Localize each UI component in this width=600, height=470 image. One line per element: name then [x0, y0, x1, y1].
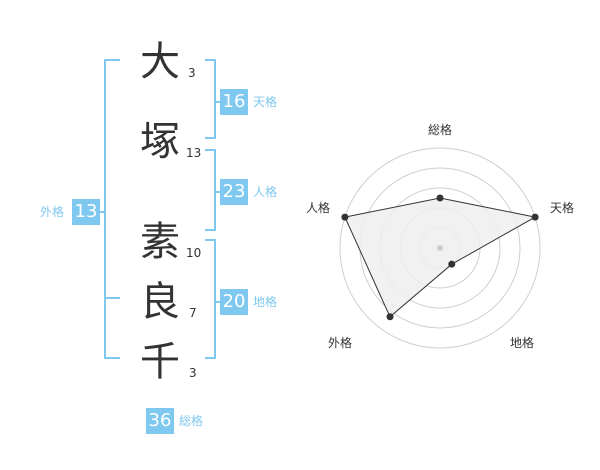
jinkaku-score: 23: [220, 179, 248, 205]
chikaku-label: 地格: [253, 295, 278, 309]
tenkaku-bracket: [205, 59, 216, 139]
radar-point: [341, 213, 349, 221]
radar-point: [531, 213, 539, 221]
name-char-5: 千: [140, 339, 180, 385]
stroke-count-3: 10: [186, 246, 202, 260]
radar-ring: [339, 147, 541, 349]
name-char-2: 塚: [140, 119, 180, 165]
soukaku-label: 総格: [179, 414, 204, 428]
jinkaku-label: 人格: [253, 185, 278, 199]
radar-polygon: [344, 197, 537, 318]
stroke-count-2: 13: [186, 146, 202, 160]
gaikaku-label: 外格: [40, 205, 65, 219]
stroke-count-1: 3: [188, 66, 196, 80]
name-char-3: 素: [140, 219, 180, 265]
radar-axis-label-tenkaku: 天格: [550, 200, 574, 215]
name-char-1: 大: [140, 39, 180, 85]
tenkaku-score: 16: [220, 89, 248, 115]
stroke-count-4: 7: [189, 306, 197, 320]
radar-axis-label-jinkaku: 人格: [306, 200, 330, 215]
name-char-4: 良: [140, 279, 180, 325]
jinkaku-bracket: [205, 149, 216, 231]
radar-point: [386, 313, 394, 321]
radar-point: [448, 260, 456, 268]
radar-center: [437, 245, 443, 251]
gaikaku-score: 13: [72, 199, 100, 225]
stroke-count-5: 3: [189, 366, 197, 380]
tenkaku-label: 天格: [253, 95, 278, 109]
radar-axis-label-gaikaku: 外格: [328, 335, 352, 350]
chikaku-score: 20: [220, 289, 248, 315]
radar-axis-label-chikaku: 地格: [510, 335, 534, 350]
radar-point: [436, 194, 444, 202]
soukaku-score: 36: [146, 408, 174, 434]
gaikaku-bracket: [104, 59, 120, 359]
radar-axis-label-soukaku: 総格: [428, 122, 452, 137]
chikaku-bracket: [205, 239, 216, 359]
